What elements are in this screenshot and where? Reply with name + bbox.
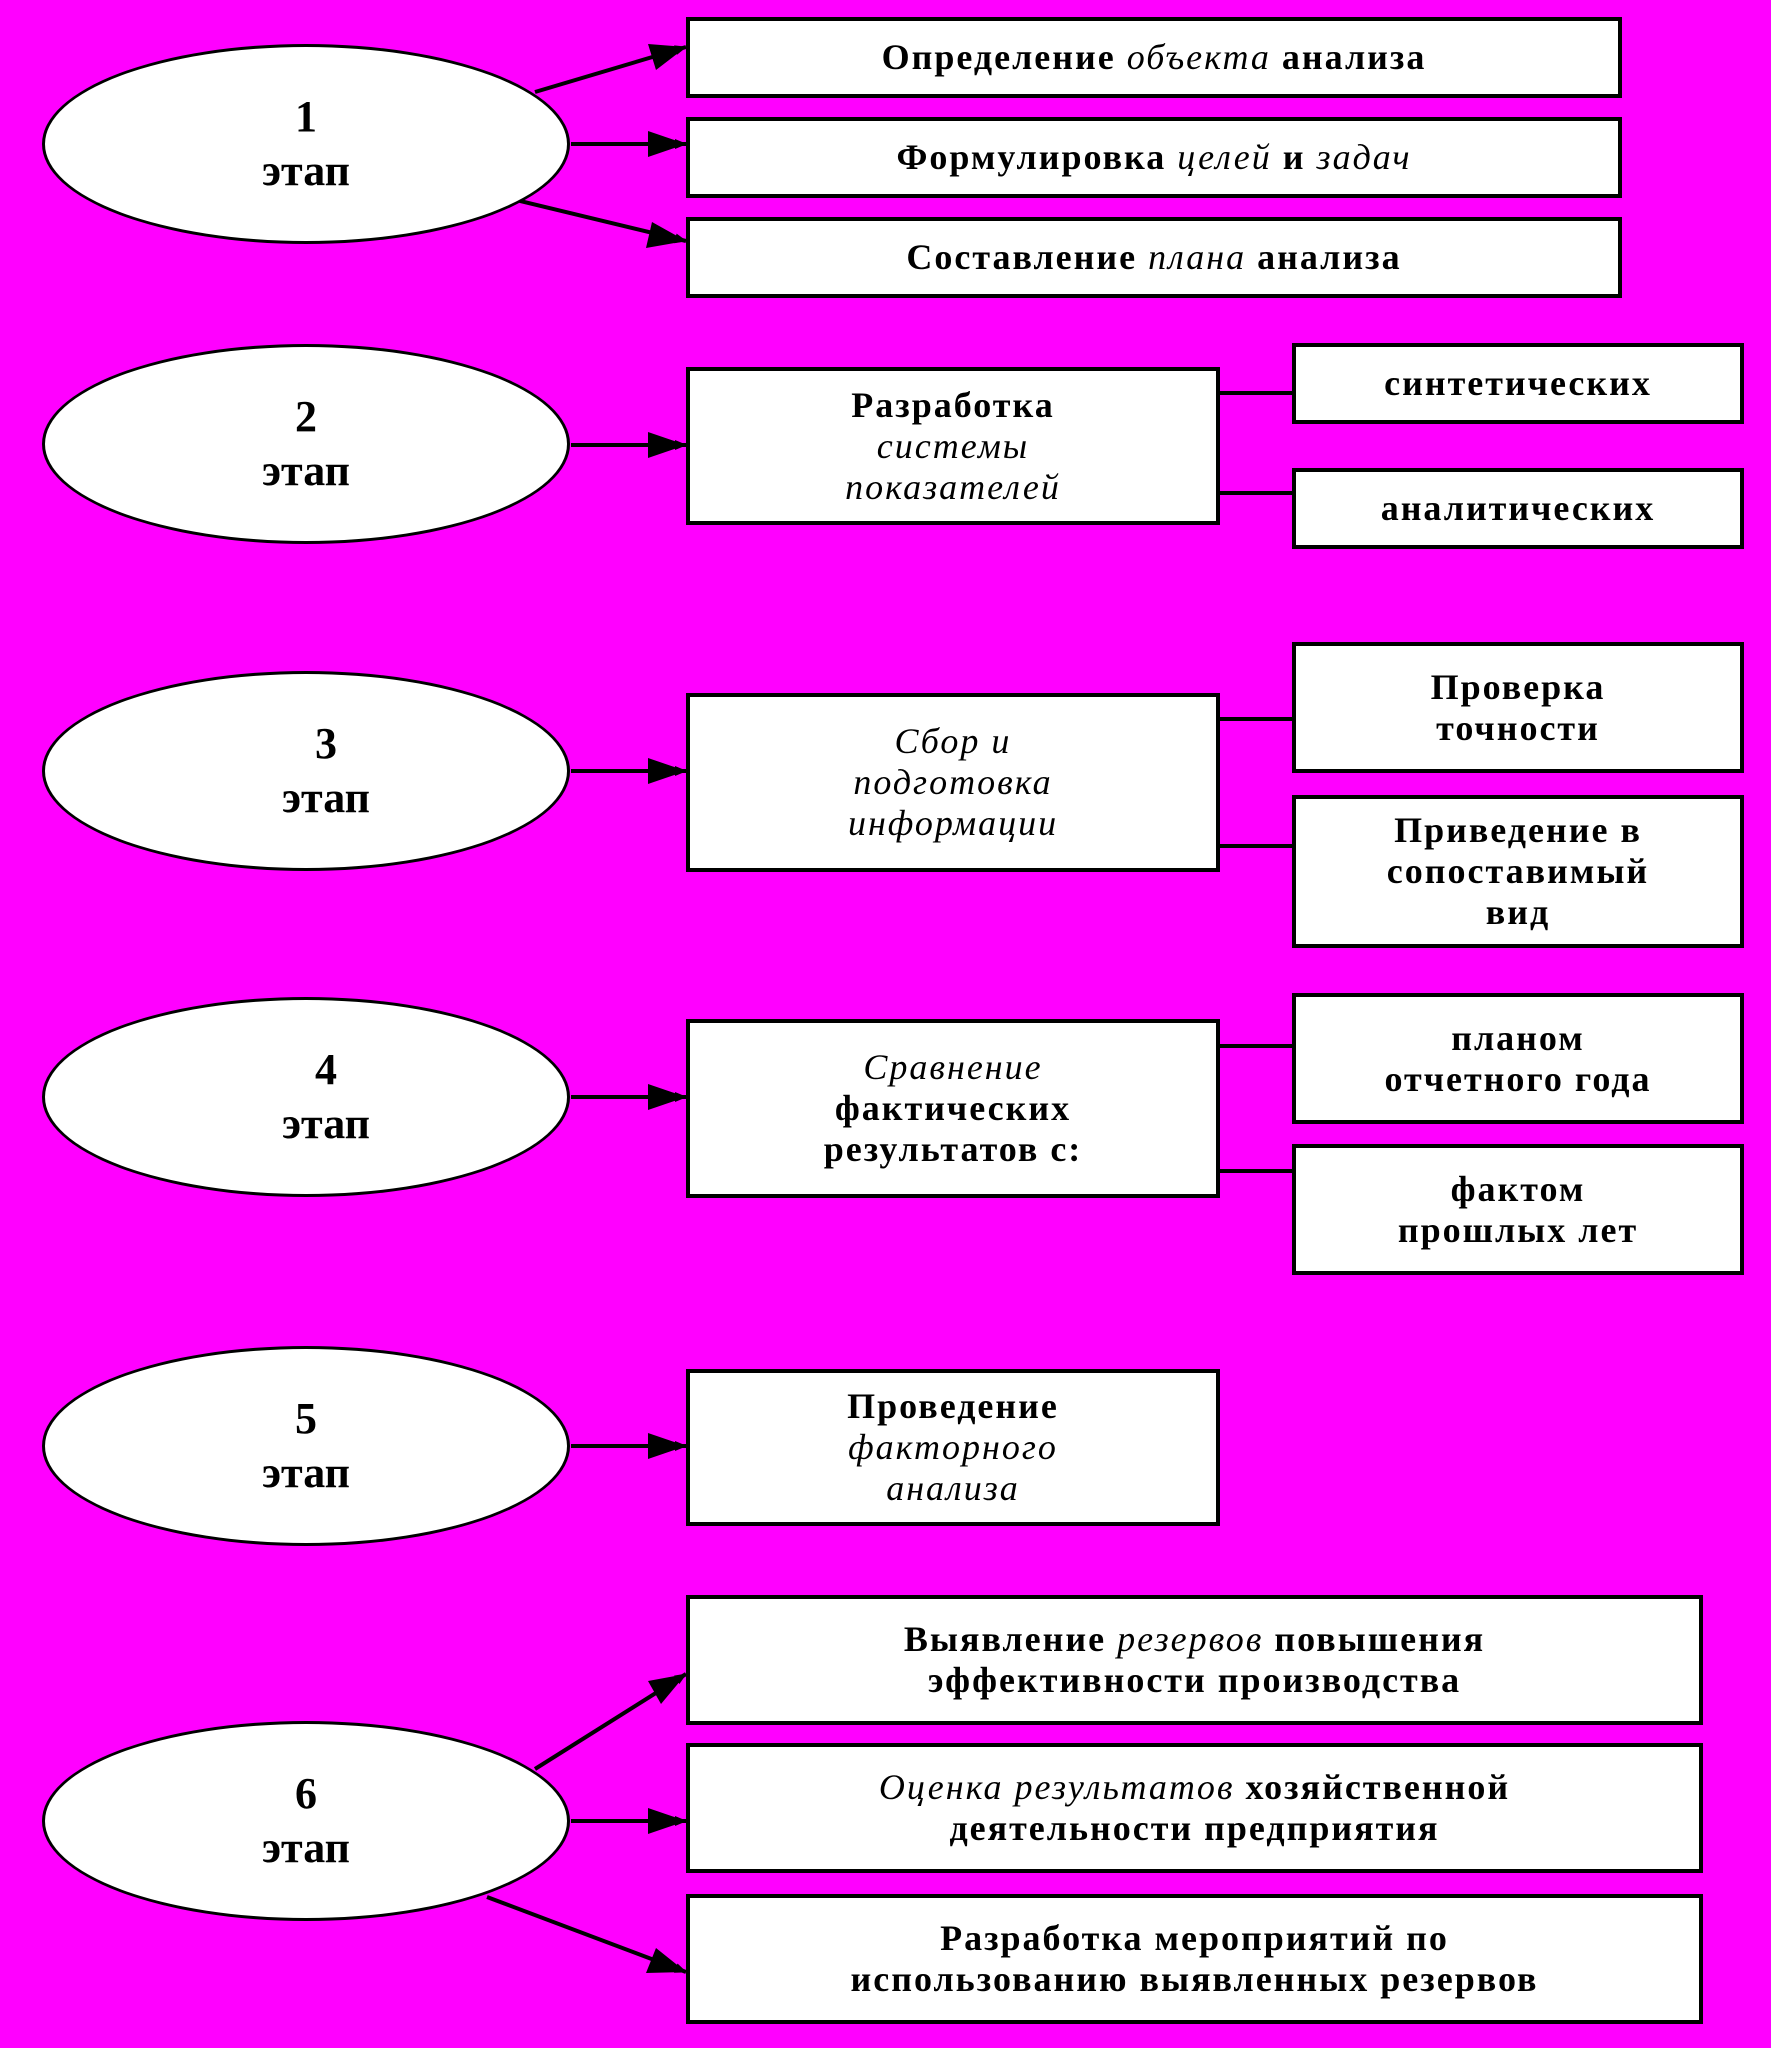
arrowhead [646,222,686,248]
box-results-evaluation: Оценка результатов хозяйственной деятель… [686,1743,1703,1873]
text: фактом [1450,1168,1586,1209]
text-italic: системы [876,425,1030,466]
stage-number: 6 [295,1769,317,1818]
text-italic: задач [1316,137,1412,177]
stage-1-ellipse: 1 этап [42,44,570,244]
text: планом [1451,1017,1585,1058]
arrowhead [646,1948,686,1973]
text: результатов с: [823,1129,1083,1169]
arrowhead [648,758,686,784]
arrowhead [648,1084,686,1110]
arrowhead [648,1808,686,1834]
box-indicator-system: Разработка системы показателей [686,367,1220,525]
box-analytic: аналитических [1292,468,1744,549]
box-accuracy-check: Проверка точности [1292,642,1744,773]
text: синтетических [1384,363,1652,403]
stage-3-ellipse: 3 этап [42,671,570,871]
text: Составление [906,237,1149,277]
box-object-definition: Определение объекта анализа [686,17,1622,98]
stage-number: 5 [295,1394,317,1443]
box-goals-tasks: Формулировка целей и задач [686,117,1622,198]
stage-2-ellipse: 2 этап [42,344,570,544]
arrowhead [648,432,686,458]
stage-number: 3 [315,719,337,768]
stage-label: этап [262,146,350,195]
text-italic: резервов [1117,1619,1264,1659]
box-reserves: Выявление резервов повышения эффективнос… [686,1595,1703,1725]
text-italic: плана [1148,237,1247,277]
stage-number: 4 [315,1045,337,1094]
text: Определение [881,37,1127,77]
stage-label: этап [282,773,370,822]
text: аналитических [1380,488,1656,528]
stage-label: этап [262,446,350,495]
text: эффективности производства [927,1660,1462,1700]
box-info-collection: Сбор и подготовка информации [686,693,1220,872]
arrowhead [648,44,686,70]
text-italic: Сбор и [894,721,1012,761]
text: использованию выявленных резервов [850,1959,1539,1999]
text-italic: факторного [848,1427,1058,1467]
text: анализа [1246,237,1402,277]
text: Выявление [903,1619,1118,1659]
stage-number: 1 [295,92,317,141]
arrowhead [648,1674,686,1704]
arrowhead [648,131,686,157]
box-plan-year: планом отчетного года [1292,993,1744,1124]
text: деятельности предприятия [949,1808,1440,1848]
text-italic: Сравнение [863,1047,1043,1087]
box-comparison: Сравнение фактических результатов с: [686,1019,1220,1198]
box-past-years: фактом прошлых лет [1292,1144,1744,1275]
text: Проверка [1430,666,1606,707]
text: Разработка [851,384,1055,425]
text: фактических [834,1088,1072,1128]
text: вид [1485,892,1551,932]
text-italic: объекта [1126,37,1271,77]
box-factor-analysis: Проведение факторного анализа [686,1369,1220,1526]
box-measures: Разработка мероприятий по использованию … [686,1894,1703,2024]
box-synthetic: синтетических [1292,343,1744,424]
text: Разработка мероприятий по [940,1918,1449,1958]
text: отчетного года [1384,1058,1652,1099]
text: сопоставимый [1386,851,1650,891]
text: хозяйственной [1234,1767,1511,1807]
text: точности [1436,707,1600,748]
text: Проведение [847,1386,1059,1426]
stage-6-ellipse: 6 этап [42,1721,570,1921]
text-italic: целей [1177,137,1272,177]
stage-5-ellipse: 5 этап [42,1346,570,1546]
text-italic: показателей [845,466,1061,507]
text-italic: подготовка [853,762,1053,802]
text: повышения [1263,1619,1486,1659]
text: Приведение в [1394,810,1642,850]
text-italic: анализа [886,1468,1020,1508]
text-italic: информации [847,803,1059,843]
box-analysis-plan: Составление плана анализа [686,217,1622,298]
text: прошлых лет [1397,1209,1639,1250]
stage-label: этап [262,1823,350,1872]
box-comparable-form: Приведение в сопоставимый вид [1292,795,1744,948]
stage-label: этап [282,1099,370,1148]
text: и [1271,137,1317,177]
stage-label: этап [262,1448,350,1497]
arrowhead [648,1433,686,1459]
text-italic: Оценка результатов [878,1767,1235,1807]
text: Формулировка [896,137,1178,177]
stage-4-ellipse: 4 этап [42,997,570,1197]
text: анализа [1270,37,1427,77]
stage-number: 2 [295,392,317,441]
